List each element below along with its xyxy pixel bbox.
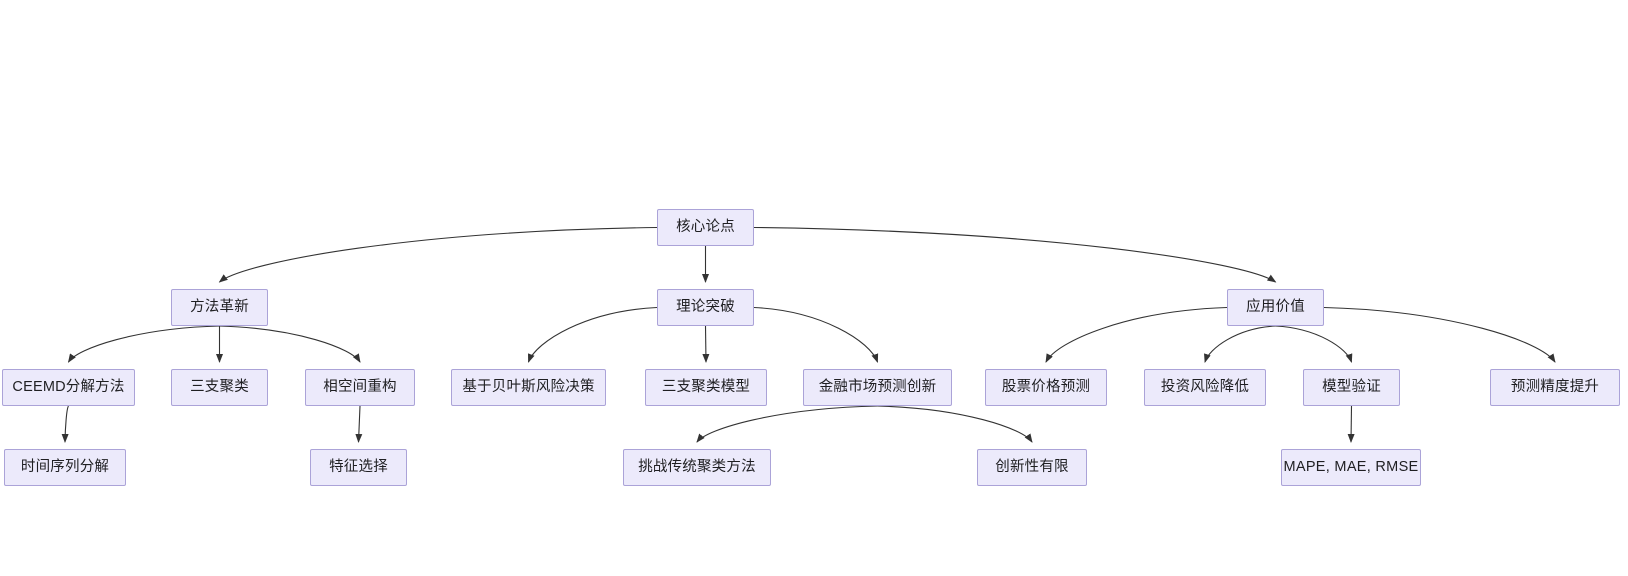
flow-edge-method-to-phase — [219, 325, 361, 363]
flow-edge-root-to-method — [218, 226, 658, 283]
flow-node-label: 金融市场预测创新 — [818, 379, 937, 396]
flow-edge-finance-to-challenge — [696, 405, 878, 443]
flow-node-label: 时间序列分解 — [20, 459, 110, 476]
flow-node-threeway[interactable]: 三支聚类 — [171, 369, 268, 406]
flow-edge-finance-to-limited — [877, 405, 1033, 443]
flow-node-label: 三支聚类模型 — [661, 379, 751, 396]
flow-node-metrics[interactable]: MAPE, MAE, RMSE — [1281, 449, 1421, 486]
flow-node-label: 挑战传统聚类方法 — [638, 459, 756, 476]
flow-edge-theory-to-twmodel — [702, 325, 710, 363]
flow-node-label: 方法革新 — [190, 299, 249, 316]
flow-edge-validate-to-metrics — [1347, 405, 1355, 443]
flow-node-tsdecomp[interactable]: 时间序列分解 — [4, 449, 126, 486]
flow-node-label: 三支聚类 — [190, 379, 249, 396]
flow-edge-method-to-ceemd — [67, 325, 220, 363]
flow-edge-application-to-validate — [1275, 325, 1353, 363]
flow-node-bayes[interactable]: 基于贝叶斯风险决策 — [451, 369, 606, 406]
flow-edge-application-to-risk — [1204, 325, 1276, 363]
flow-node-label: 特征选择 — [329, 459, 388, 476]
flow-edge-root-to-application — [753, 226, 1277, 283]
flow-node-label: 理论突破 — [676, 299, 735, 316]
flow-node-risk[interactable]: 投资风险降低 — [1144, 369, 1266, 406]
flow-node-label: 投资风险降低 — [1160, 379, 1250, 396]
flow-node-label: 应用价值 — [1246, 299, 1305, 316]
edge-paths — [61, 226, 1556, 443]
flow-node-application[interactable]: 应用价值 — [1227, 289, 1324, 326]
flow-node-twmodel[interactable]: 三支聚类模型 — [645, 369, 767, 406]
flow-node-label: 相空间重构 — [323, 379, 397, 396]
flow-node-label: 模型验证 — [1322, 379, 1381, 396]
flow-edge-application-to-stock — [1045, 306, 1228, 363]
flow-node-feature[interactable]: 特征选择 — [310, 449, 407, 486]
flow-node-label: MAPE, MAE, RMSE — [1283, 459, 1419, 476]
flow-node-accuracy[interactable]: 预测精度提升 — [1490, 369, 1620, 406]
flow-node-label: 创新性有限 — [995, 459, 1069, 476]
flow-node-challenge[interactable]: 挑战传统聚类方法 — [623, 449, 771, 486]
flow-node-ceemd[interactable]: CEEMD分解方法 — [2, 369, 135, 406]
flow-node-stock[interactable]: 股票价格预测 — [985, 369, 1107, 406]
flow-node-label: 核心论点 — [676, 219, 735, 236]
flow-node-limited[interactable]: 创新性有限 — [977, 449, 1087, 486]
flow-edge-theory-to-finance — [753, 306, 879, 363]
flow-node-label: CEEMD分解方法 — [12, 379, 125, 396]
flow-node-label: 基于贝叶斯风险决策 — [462, 379, 595, 396]
flow-node-phase[interactable]: 相空间重构 — [305, 369, 415, 406]
flow-node-label: 股票价格预测 — [1001, 379, 1091, 396]
flow-node-label: 预测精度提升 — [1510, 379, 1600, 396]
flow-node-finance[interactable]: 金融市场预测创新 — [803, 369, 952, 406]
flow-edge-theory-to-bayes — [527, 306, 658, 363]
flow-edge-phase-to-feature — [355, 405, 363, 443]
flow-edge-application-to-accuracy — [1323, 306, 1556, 363]
flow-node-method[interactable]: 方法革新 — [171, 289, 268, 326]
flow-edge-ceemd-to-tsdecomp — [61, 405, 69, 443]
flow-node-root[interactable]: 核心论点 — [657, 209, 754, 246]
flow-node-theory[interactable]: 理论突破 — [657, 289, 754, 326]
flow-node-validate[interactable]: 模型验证 — [1303, 369, 1400, 406]
